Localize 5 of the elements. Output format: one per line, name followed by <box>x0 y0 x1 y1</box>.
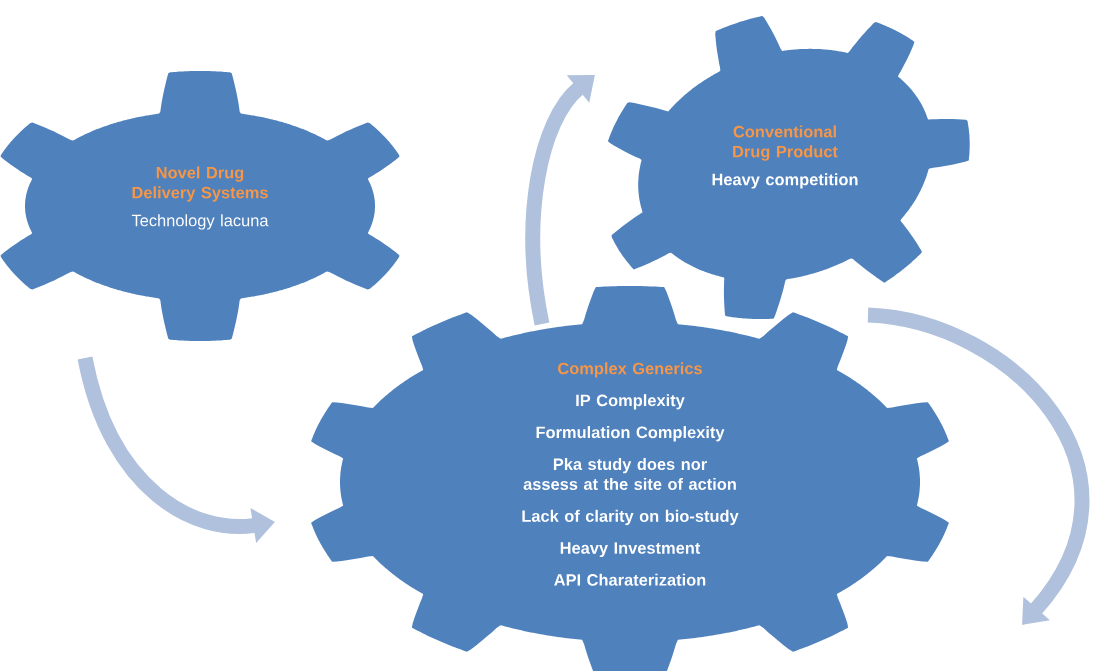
gear: Novel Drug Delivery Systems Technology lacuna <box>0 71 400 341</box>
gear: Complex Generics IP Complexity Formulation Complexity Pka study does nor assess at the site of action Lack of clarity on bio-study Heavy Investment API Charaterization <box>311 286 949 671</box>
arrow <box>867 307 1090 625</box>
arrow <box>525 75 595 326</box>
gear: Conventional Drug Product Heavy competition <box>607 16 970 319</box>
